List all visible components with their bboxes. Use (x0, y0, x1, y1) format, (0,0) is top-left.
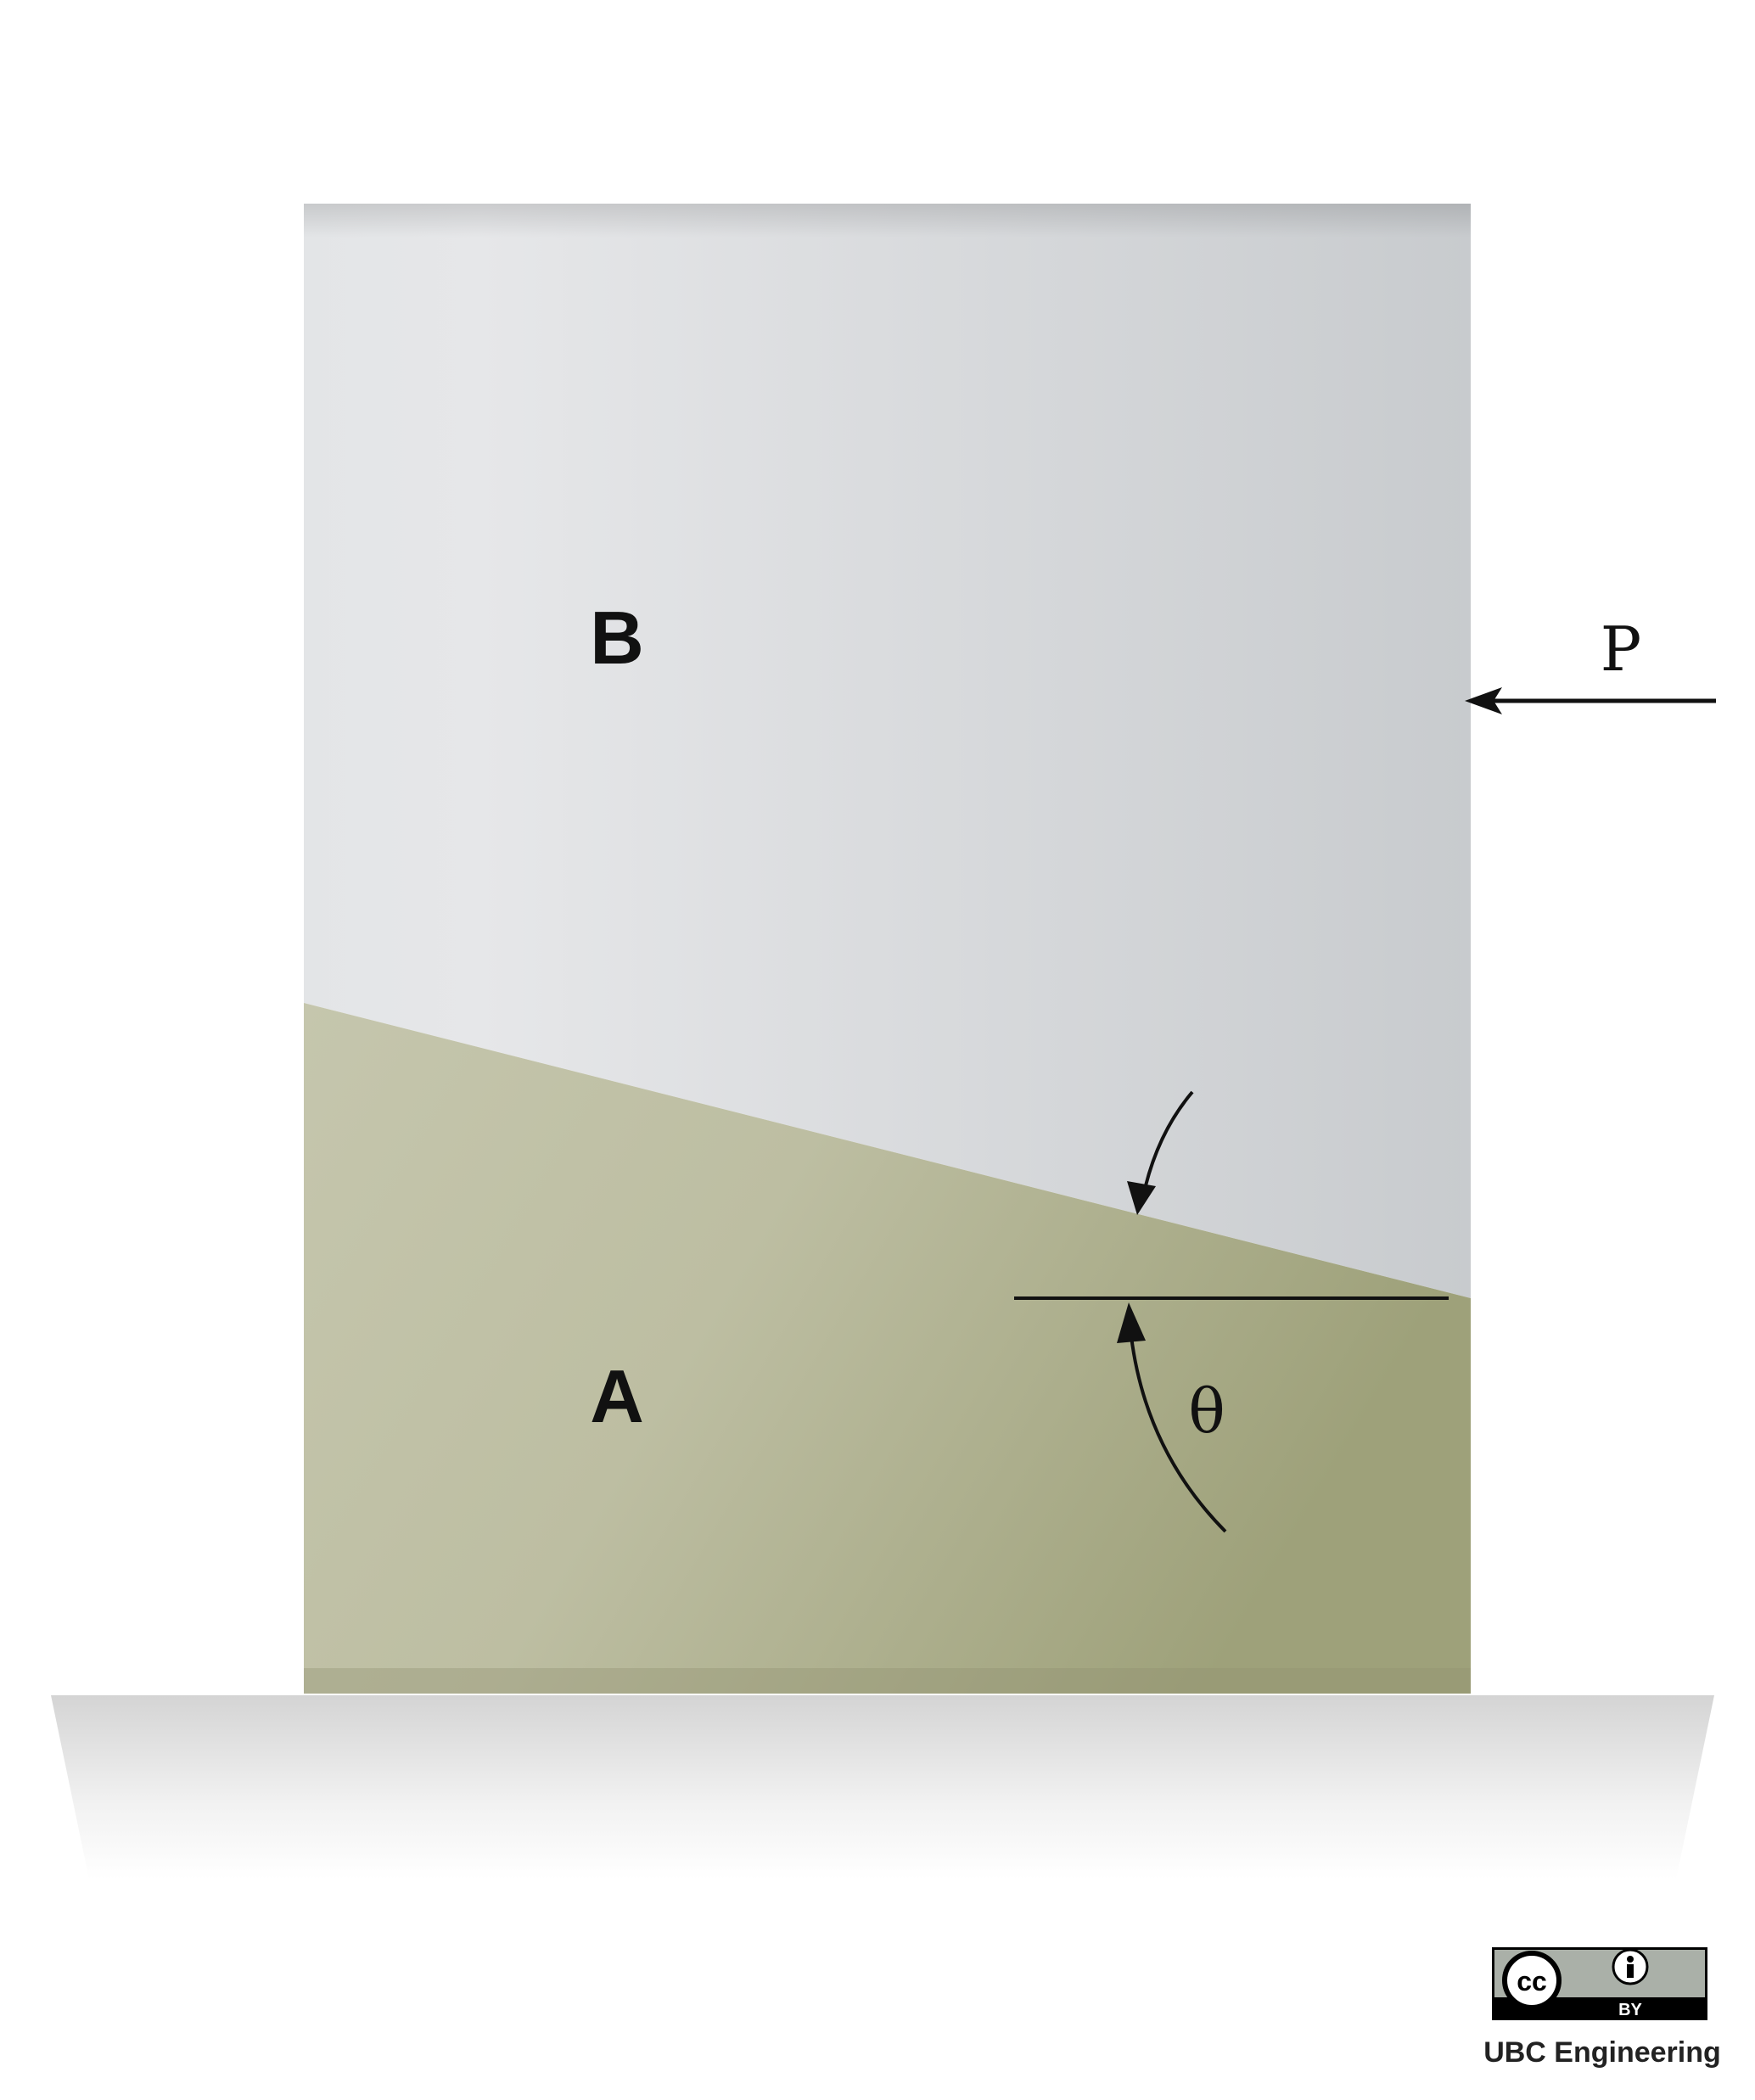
label-force-p: P (1601, 613, 1641, 685)
block-b (304, 204, 1471, 1298)
angle-arrow-lower (1130, 1336, 1227, 1533)
cc-logo-text: cc (1517, 1966, 1547, 1996)
block-a-bottom-shade (304, 1668, 1471, 1694)
label-block-b: B (590, 596, 644, 680)
block-a (304, 1003, 1471, 1694)
cc-by-license-badge: cc BY (1492, 1947, 1707, 2020)
angle-arrow-upper-head (1127, 1181, 1156, 1215)
credit-text: UBC Engineering (1483, 2036, 1721, 2069)
angle-arrow-lower-head (1117, 1302, 1146, 1343)
by-label: BY (1618, 2001, 1642, 2019)
ground (51, 1695, 1714, 1879)
force-p-arrowhead (1465, 687, 1502, 714)
label-angle-theta: θ (1188, 1375, 1225, 1447)
cc-logo-icon (1502, 1951, 1562, 2010)
block-b-top-shade (304, 204, 1471, 238)
label-block-a: A (590, 1354, 644, 1438)
